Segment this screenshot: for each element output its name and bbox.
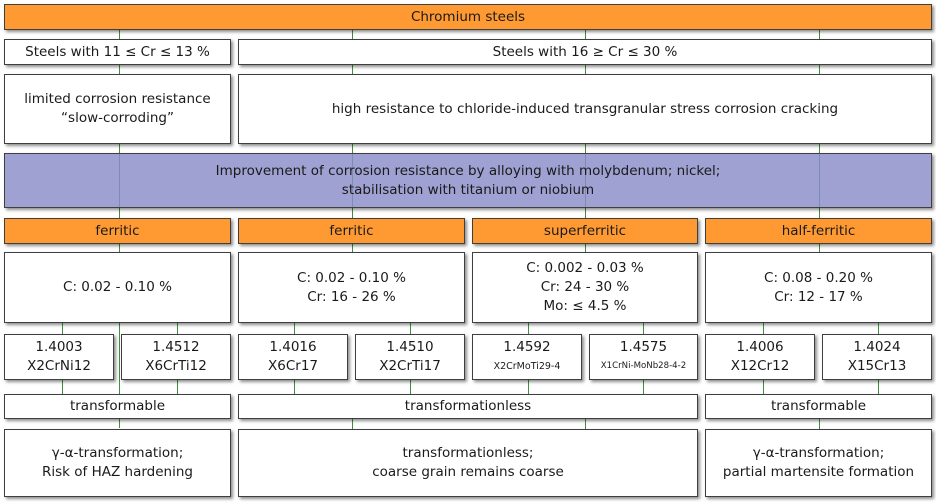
consequence-box: γ-α-transformation; partial martensite f… (705, 429, 932, 497)
connector-line (177, 323, 178, 337)
grade-box: 1.4006 X12Cr12 (705, 334, 815, 380)
connector-line (62, 323, 63, 337)
type-header: half-ferritic (705, 218, 932, 244)
connector-line (643, 323, 644, 337)
group-low-chromium: Steels with 11 ≤ Cr ≤ 13 % (4, 39, 231, 65)
connector-line (585, 419, 586, 429)
connector-line (352, 419, 353, 429)
composition-box: C: 0.08 - 0.20 % Cr: 12 - 17 % (705, 252, 932, 323)
type-header: superferritic (472, 218, 698, 244)
connector-line (819, 419, 820, 429)
grade-box: 1.4575 X1CrNi-MoNb28-4-2 (589, 334, 698, 380)
grade-box: 1.4510 X2CrTi17 (355, 334, 465, 380)
connector-line (528, 323, 529, 337)
improvement-note: Improvement of corrosion resistance by a… (4, 153, 932, 208)
connector-line (294, 323, 295, 337)
consequence-box: γ-α-transformation; Risk of HAZ hardenin… (4, 429, 231, 497)
chromium-steels-title: Chromium steels (4, 4, 932, 30)
connector-line (177, 380, 178, 396)
type-header: ferritic (238, 218, 465, 244)
grade-box: 1.4592 X2CrMoTi29-4 (472, 334, 582, 380)
connector-line (643, 380, 644, 396)
connector-line (763, 380, 764, 396)
grade-box: 1.4024 X15Cr13 (822, 334, 932, 380)
property-high-chromium: high resistance to chloride-induced tran… (238, 74, 932, 144)
transformability-box: transformable (4, 394, 231, 419)
transformability-box: transformable (705, 394, 932, 419)
group-high-chromium: Steels with 16 ≥ Cr ≤ 30 % (238, 39, 932, 65)
grade-box: 1.4016 X6Cr17 (238, 334, 348, 380)
grade-box: 1.4512 X6CrTi12 (121, 334, 231, 380)
consequence-box: transformationless; coarse grain remains… (238, 429, 698, 497)
connector-line (878, 323, 879, 337)
composition-box: C: 0.002 - 0.03 % Cr: 24 - 30 % Mo: ≤ 4.… (472, 252, 698, 323)
connector-line (878, 380, 879, 396)
property-low-chromium: limited corrosion resistance “slow-corro… (4, 74, 231, 144)
connector-line (763, 323, 764, 337)
connector-line (410, 380, 411, 396)
composition-box: C: 0.02 - 0.10 % (4, 252, 231, 323)
connector-line (528, 380, 529, 396)
type-header: ferritic (4, 218, 231, 244)
transformability-box: transformationless (238, 394, 698, 419)
connector-line (62, 380, 63, 396)
composition-box: C: 0.02 - 0.10 % Cr: 16 - 26 % (238, 252, 465, 323)
connector-line (410, 323, 411, 337)
grade-box: 1.4003 X2CrNi12 (4, 334, 114, 380)
connector-line (294, 380, 295, 396)
